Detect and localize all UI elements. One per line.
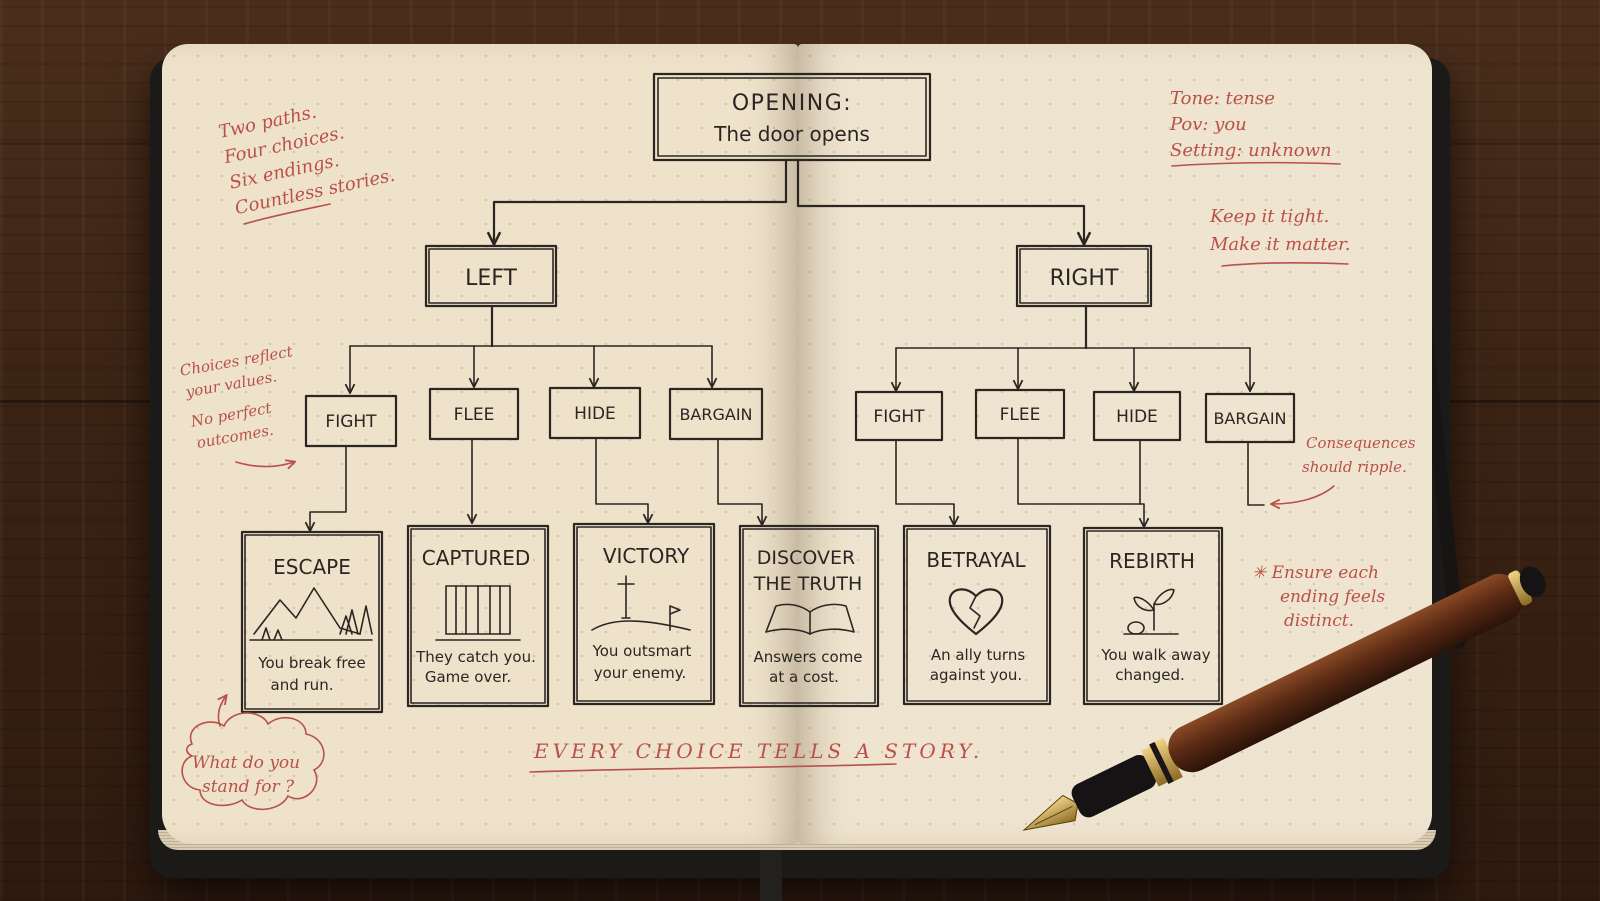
svg-text:You break free: You break free (257, 654, 365, 672)
svg-text:at a cost.: at a cost. (769, 668, 839, 686)
svg-text:changed.: changed. (1115, 666, 1185, 684)
svg-text:your enemy.: your enemy. (594, 664, 687, 682)
svg-text:ESCAPE: ESCAPE (273, 555, 351, 579)
svg-text:Pov: you: Pov: you (1169, 114, 1247, 135)
svg-text:BARGAIN: BARGAIN (1213, 409, 1286, 428)
broken-heart-icon (948, 588, 1004, 636)
sword-flag-icon (591, 575, 691, 631)
ending-escape: ESCAPE You break free and run. (240, 530, 384, 714)
footer-tagline: EVERY CHOICE TELLS A STORY. (533, 739, 983, 763)
svg-text:HIDE: HIDE (1116, 407, 1158, 427)
svg-text:They catch you.: They catch you. (415, 648, 536, 666)
left-page (162, 44, 798, 844)
ending-victory: VICTORY You outsmart your enemy. (572, 522, 716, 706)
svg-text:FIGHT: FIGHT (873, 407, 925, 427)
svg-text:Keep it tight.: Keep it tight. (1209, 206, 1329, 227)
svg-text:CAPTURED: CAPTURED (422, 546, 531, 570)
svg-text:HIDE: HIDE (574, 404, 616, 424)
ending-captured: CAPTURED They catch you. Game over. (406, 524, 550, 708)
note-right-mid: Keep it tight. Make it matter. (1209, 206, 1350, 255)
svg-text:THE TRUTH: THE TRUTH (753, 573, 863, 595)
svg-text:DISCOVER: DISCOVER (757, 547, 855, 569)
cage-icon (435, 585, 521, 641)
note-underline (243, 203, 331, 225)
svg-text:distinct.: distinct. (1284, 611, 1354, 631)
note-arrow (235, 462, 294, 467)
svg-text:Setting: unknown: Setting: unknown (1170, 140, 1332, 161)
svg-text:Tone: tense: Tone: tense (1170, 88, 1275, 109)
svg-text:REBIRTH: REBIRTH (1109, 549, 1195, 573)
connector-opening-right (796, 158, 1084, 243)
bookmark-ribbon (760, 850, 782, 901)
choice-right-fight: FIGHT (854, 390, 944, 442)
sprout-icon (1123, 588, 1179, 635)
note-top-left: Two paths. Four choices. Six endings. Co… (217, 102, 397, 219)
note-bottom-left-cloud: What do you stand for ? (181, 712, 325, 811)
opening-subtitle: The door opens (713, 122, 870, 146)
ending-rebirth: REBIRTH You walk away changed. (1082, 526, 1224, 706)
footer-underline (529, 763, 897, 773)
note-cloud-arrow (218, 696, 226, 727)
svg-text:You walk away: You walk away (1100, 646, 1210, 664)
svg-text:Make it matter.: Make it matter. (1209, 234, 1350, 255)
mountains-icon (249, 587, 373, 641)
choice-left-hide: HIDE (548, 386, 642, 440)
svg-text:ending feels: ending feels (1280, 587, 1385, 607)
svg-text:BARGAIN: BARGAIN (679, 405, 752, 424)
svg-text:should ripple.: should ripple. (1302, 458, 1407, 476)
svg-text:VICTORY: VICTORY (603, 544, 690, 568)
svg-text:BETRAYAL: BETRAYAL (926, 548, 1026, 572)
svg-text:✳ Ensure each: ✳ Ensure each (1252, 563, 1379, 583)
note-mid-left: Choices reflect your values. No perfect … (178, 342, 294, 452)
svg-text:stand for ?: stand for ? (202, 777, 295, 797)
left-path-node: LEFT (424, 244, 558, 308)
svg-text:FLEE: FLEE (454, 405, 495, 425)
choice-right-hide: HIDE (1092, 390, 1182, 442)
choice-left-fight: FIGHT (304, 394, 398, 448)
opening-node: OPENING: The door opens (652, 72, 932, 162)
svg-text:FLEE: FLEE (1000, 405, 1041, 425)
ending-discover-the-truth: DISCOVER THE TRUTH Answers come at a cos… (738, 524, 880, 708)
connector-opening-left (494, 158, 788, 243)
note-right-bottom: ✳ Ensure each ending feels distinct. (1252, 563, 1385, 631)
note-top-right: Tone: tense Pov: you Setting: unknown (1169, 88, 1332, 161)
svg-text:against you.: against you. (930, 666, 1022, 684)
opening-title: OPENING: (732, 91, 852, 116)
svg-text:What do you: What do you (192, 753, 300, 773)
left-path-label: LEFT (465, 266, 517, 291)
svg-text:Consequences: Consequences (1306, 434, 1416, 452)
choice-left-bargain: BARGAIN (668, 387, 764, 441)
right-path-node: RIGHT (1015, 244, 1153, 308)
note-right-consequence: Consequences should ripple. (1302, 434, 1416, 476)
svg-text:FIGHT: FIGHT (325, 412, 377, 432)
open-book-icon (765, 603, 855, 635)
svg-text:You outsmart: You outsmart (592, 642, 692, 660)
fountain-pen-icon (1022, 566, 1546, 831)
svg-text:Game over.: Game over. (425, 668, 511, 686)
svg-text:and run.: and run. (271, 676, 334, 694)
right-path-label: RIGHT (1050, 266, 1119, 291)
svg-text:An ally turns: An ally turns (931, 646, 1026, 664)
right-page (798, 44, 1432, 844)
choice-left-flee: FLEE (428, 387, 520, 441)
svg-text:Answers come: Answers come (753, 648, 862, 666)
choice-right-bargain: BARGAIN (1204, 392, 1296, 444)
ending-betrayal: BETRAYAL An ally turns against you. (902, 524, 1052, 706)
choice-right-flee: FLEE (974, 388, 1066, 440)
